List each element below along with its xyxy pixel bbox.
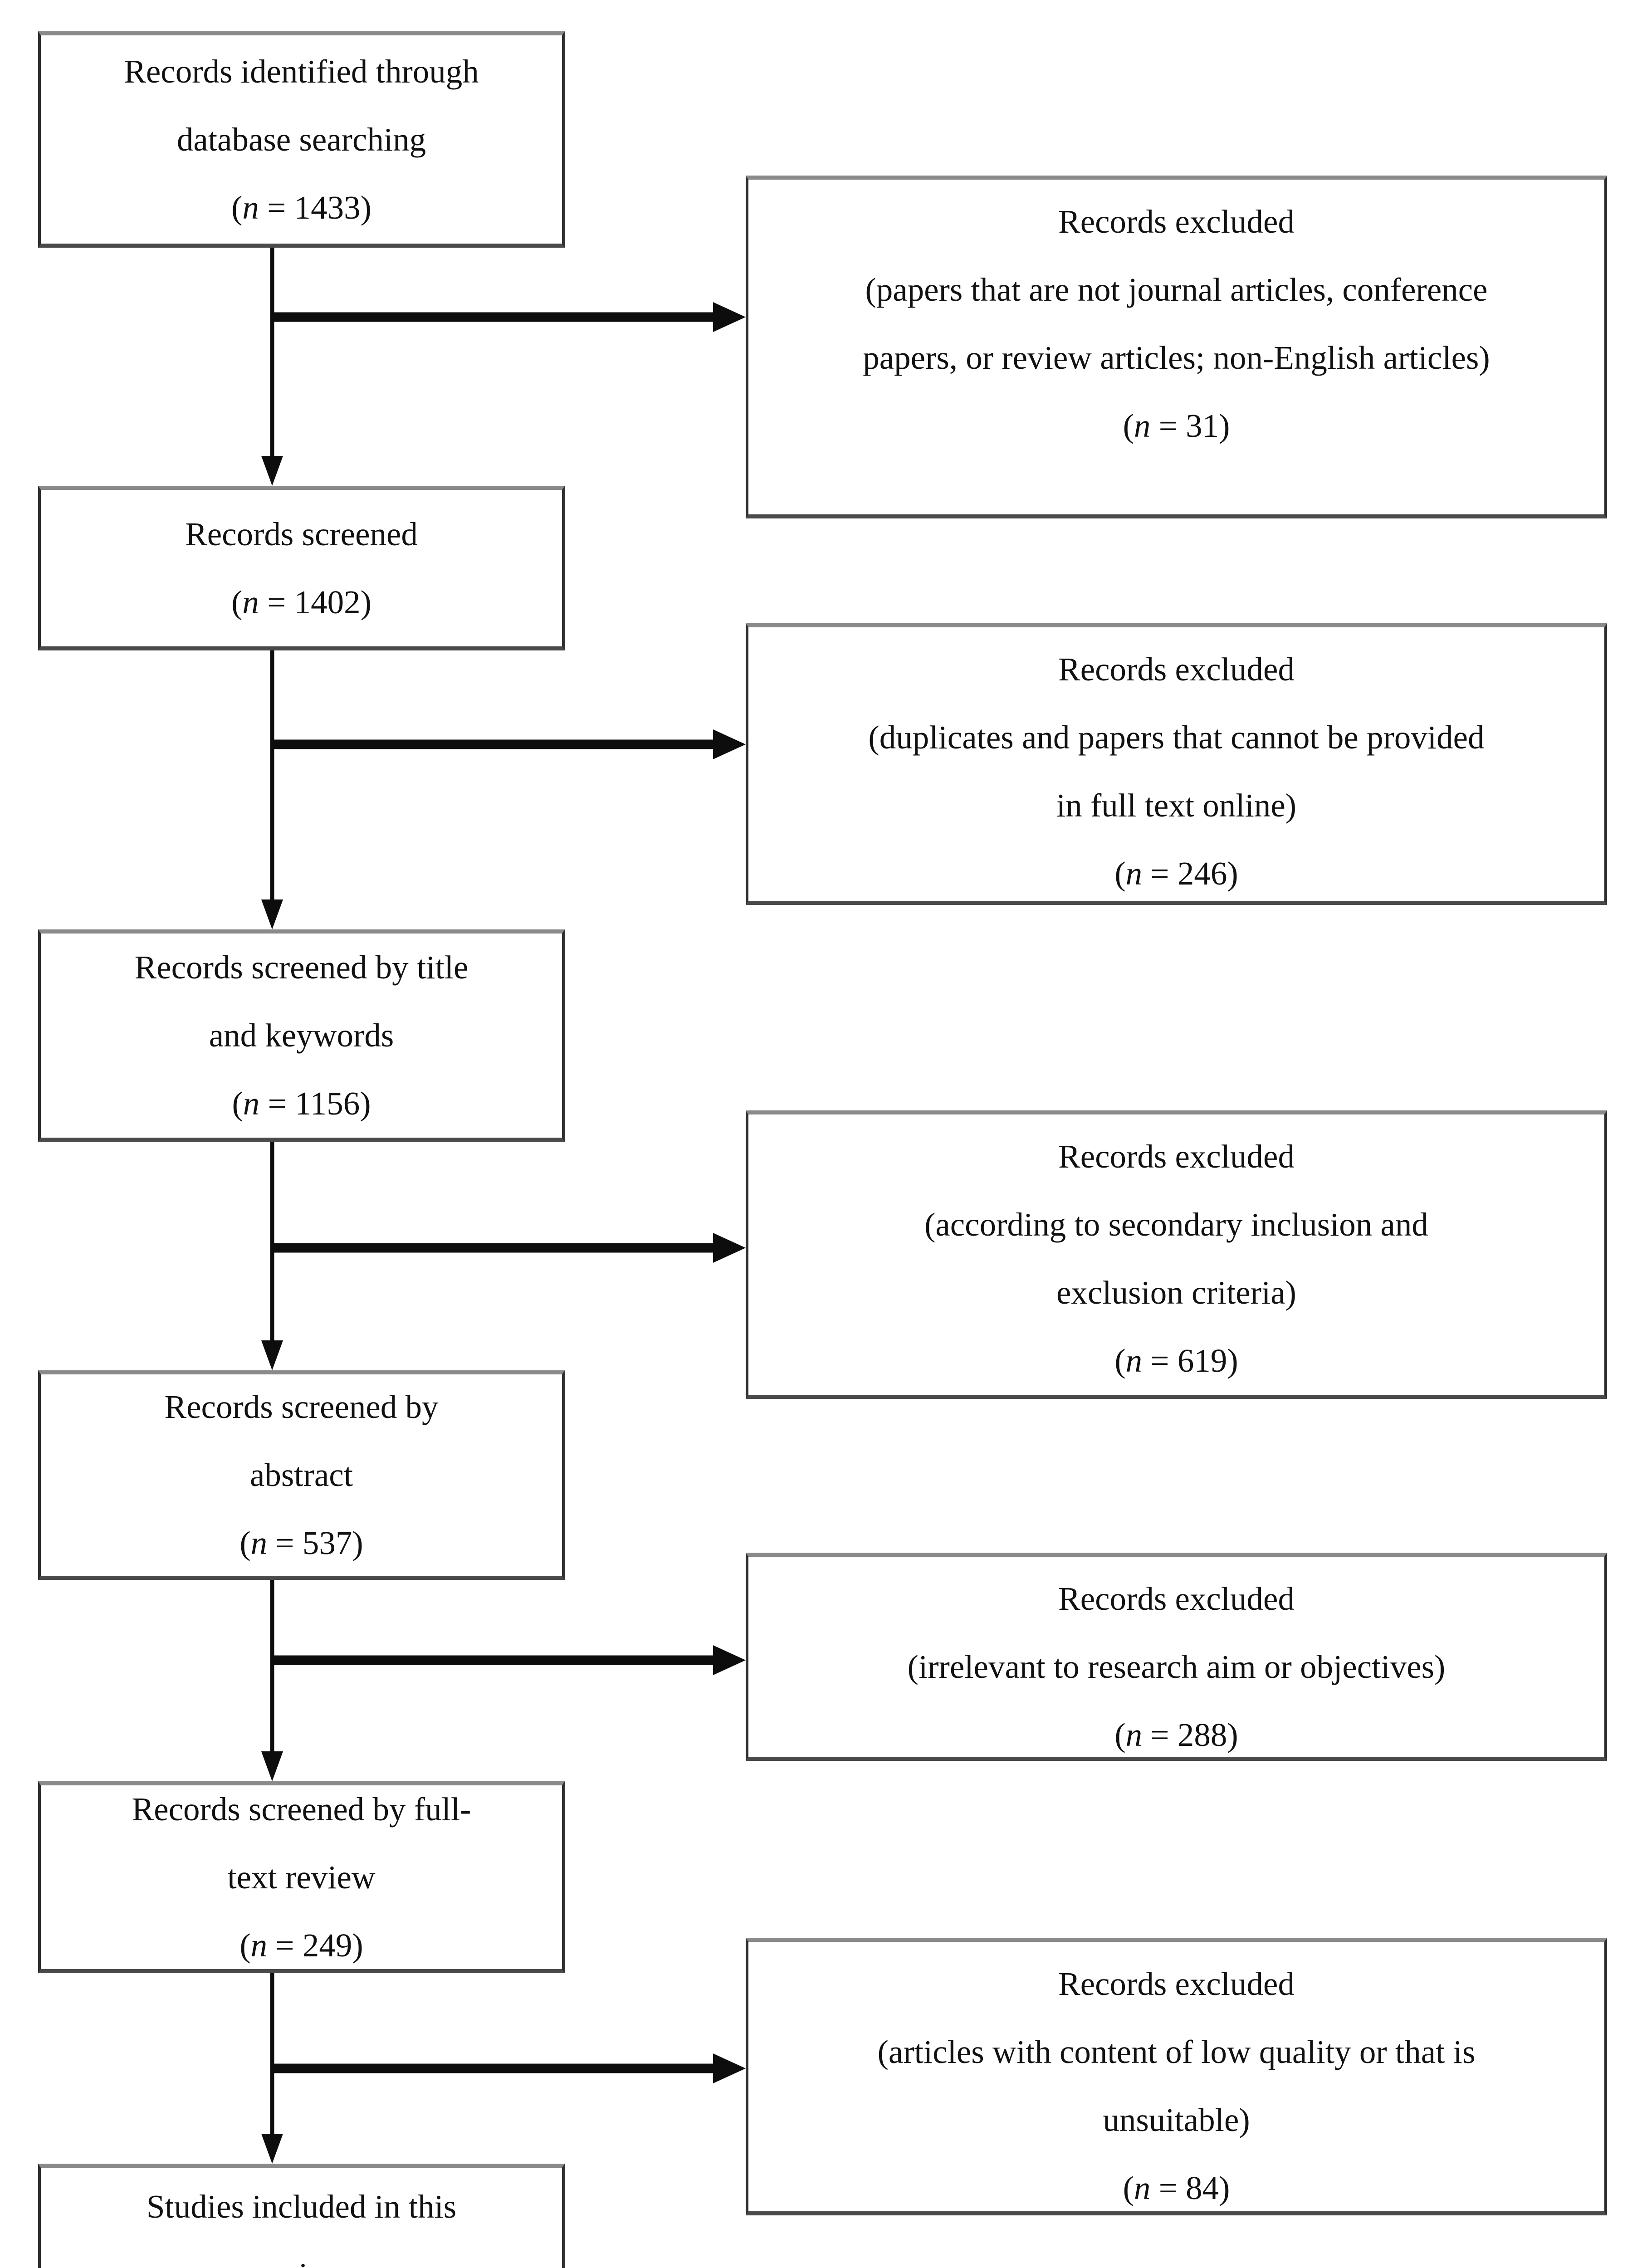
box-reason-line: (according to secondary inclusion and — [924, 1206, 1428, 1243]
box-text-line: Records screened by full- — [132, 1790, 471, 1828]
box-reason-line: (duplicates and papers that cannot be pr… — [868, 719, 1485, 756]
n-count: (n = 619) — [1114, 1342, 1238, 1379]
arrow-right-3 — [272, 1233, 746, 1263]
n-count: (n = 249) — [239, 1926, 363, 1964]
n-count: (n = 288) — [1114, 1716, 1238, 1753]
box-title: Records excluded — [1058, 203, 1295, 240]
box-title: Records excluded — [1058, 1965, 1295, 2002]
box-text-line: abstract — [250, 1457, 353, 1493]
box-text-line: Records screened — [185, 515, 418, 552]
box-text-line: text review — [227, 1858, 376, 1896]
n-count: (n = 1402) — [231, 583, 371, 621]
box-reason-line: exclusion criteria) — [1056, 1274, 1296, 1311]
box-title: Records excluded — [1058, 1580, 1295, 1617]
box-reason-line: (irrelevant to research aim or objective… — [907, 1648, 1446, 1685]
arrow-down-4 — [261, 1580, 283, 1781]
arrow-right-4 — [272, 1645, 746, 1675]
box-excluded-not-journal: Records excluded (papers that are not jo… — [746, 176, 1607, 518]
n-count: (n = 84) — [1123, 2170, 1230, 2206]
arrow-down-5 — [261, 1973, 283, 2164]
box-text-line: Records screened by title — [134, 949, 469, 986]
n-count: (n = 31) — [1123, 407, 1230, 444]
box-studies-included: Studies included in this review (n = 165… — [38, 2164, 565, 2268]
n-count: (n = 246) — [1114, 855, 1238, 892]
arrow-down-3 — [261, 1142, 283, 1370]
box-reason-line: unsuitable) — [1103, 2102, 1250, 2138]
arrow-right-5 — [272, 2053, 746, 2083]
box-records-identified: Records identified through database sear… — [38, 31, 565, 248]
box-text-line: and keywords — [209, 1017, 394, 1054]
n-count: (n = 1433) — [231, 189, 371, 226]
box-excluded-irrelevant: Records excluded (irrelevant to research… — [746, 1553, 1607, 1761]
n-count: (n = 1156) — [232, 1085, 371, 1122]
box-text-line: Records screened by — [164, 1388, 439, 1425]
arrow-down-1 — [261, 248, 283, 486]
box-reason-line: papers, or review articles; non-English … — [863, 339, 1490, 376]
box-excluded-secondary-criteria: Records excluded (according to secondary… — [746, 1110, 1607, 1399]
arrow-right-1 — [272, 302, 746, 332]
box-excluded-duplicates-no-fulltext: Records excluded (duplicates and papers … — [746, 623, 1607, 905]
n-count: (n = 537) — [239, 1525, 363, 1561]
box-records-screened-title-keywords: Records screened by title and keywords (… — [38, 929, 565, 1142]
box-records-screened-abstract: Records screened by abstract (n = 537) — [38, 1370, 565, 1580]
box-text-line: Studies included in this — [146, 2188, 457, 2225]
box-text-line: database searching — [176, 121, 426, 158]
box-text-line: Records identified through — [124, 53, 479, 90]
box-excluded-low-quality: Records excluded (articles with content … — [746, 1938, 1607, 2215]
box-reason-line: (articles with content of low quality or… — [877, 2033, 1476, 2070]
box-title: Records excluded — [1058, 1138, 1295, 1175]
arrow-down-2 — [261, 650, 283, 929]
box-text-line: review — [41, 2241, 562, 2268]
arrow-right-2 — [272, 729, 746, 759]
box-records-screened: Records screened (n = 1402) — [38, 486, 565, 650]
box-reason-line: (papers that are not journal articles, c… — [865, 271, 1488, 308]
box-reason-line: in full text online) — [1056, 787, 1297, 824]
box-records-screened-full-text: Records screened by full- text review (n… — [38, 1781, 565, 1973]
box-title: Records excluded — [1058, 651, 1295, 688]
